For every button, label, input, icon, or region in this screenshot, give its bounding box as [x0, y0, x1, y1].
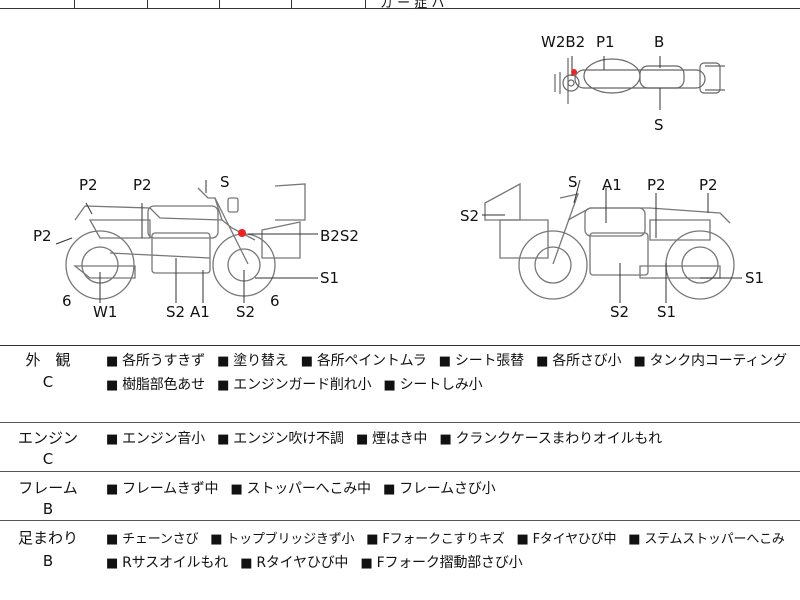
condition-item: シート張替 [454, 353, 524, 369]
diagram-label: S2 [166, 303, 186, 321]
condition-item: 各所ペイントムラ [316, 353, 427, 369]
diagram-label: S2 [460, 207, 480, 225]
condition-item: トップブリッジきず小 [226, 532, 355, 547]
left-view-leaders [55, 180, 318, 303]
diagram-label: 6 [62, 292, 72, 310]
diagram-label: W2B2 [541, 33, 586, 51]
diagram-label: S1 [745, 269, 765, 287]
section-grade: B [42, 552, 54, 570]
diagram-label: S [568, 173, 578, 191]
cell-divider [291, 0, 292, 8]
condition-item: 樹脂部色あせ [122, 377, 205, 393]
motorcycle-drawings [55, 56, 742, 303]
diagram-label: P2 [699, 176, 718, 194]
diagram-label: P2 [79, 176, 98, 194]
right-view-leaders [482, 179, 742, 303]
condition-item: ステムストッパーへこみ [644, 532, 785, 547]
right-view-bike [484, 182, 735, 300]
diagram-label: P2 [647, 176, 666, 194]
condition-item: Fタイヤひび中 [532, 532, 617, 547]
condition-line: ■Rサスオイルもれ ■Rタイヤひび中 ■Fフォーク摺動部さび小 [106, 555, 523, 571]
top-cell-text: ガ ー 症 ハ [380, 0, 445, 11]
cell-divider [147, 0, 148, 8]
diagram-label: S2 [610, 303, 630, 321]
section-suspension: 足まわり B ■チェーンさび ■トップブリッジきず小 ■Fフォークこすりキズ ■… [0, 521, 800, 600]
condition-line: ■エンジン音小 ■エンジン吹け不調 ■煙はき中 ■クランクケースまわりオイルもれ [106, 431, 663, 447]
condition-item: シートしみ小 [399, 377, 483, 393]
section-grade: C [42, 373, 54, 391]
section-name: 外 観 [25, 351, 71, 369]
condition-item: 塗り替え [233, 353, 289, 369]
condition-item: Rタイヤひび中 [256, 555, 349, 571]
condition-line: ■各所うすきず ■塗り替え ■各所ペイントムラ ■シート張替 ■各所さび小 ■タ… [106, 353, 787, 369]
section-frame: フレーム B ■フレームきず中 ■ストッパーへこみ中 ■フレームさび小 [0, 472, 800, 521]
cell-divider [219, 0, 220, 8]
diagram-label: 6 [270, 292, 280, 310]
top-view-bike [554, 58, 725, 104]
condition-item: エンジン音小 [122, 431, 205, 447]
diagram-label: S [220, 173, 230, 191]
condition-item: 各所さび小 [552, 353, 622, 369]
section-name: フレーム [18, 479, 78, 497]
condition-line: ■フレームきず中 ■ストッパーへこみ中 ■フレームさび小 [106, 481, 496, 497]
section-name: エンジン [17, 429, 78, 447]
condition-item: タンク内コーティング [649, 353, 787, 369]
condition-item: 煙はき中 [372, 431, 428, 447]
top-table-row: ガ ー 症 ハ [0, 0, 800, 11]
damage-marker [238, 229, 246, 237]
section-exterior: 外 観 C ■各所うすきず ■塗り替え ■各所ペイントムラ ■シート張替 ■各所… [0, 346, 800, 423]
diagram-label: S1 [320, 269, 340, 287]
condition-item: エンジンガード削れ小 [233, 377, 372, 393]
section-name: 足まわり [17, 529, 78, 547]
diagram-label: A1 [190, 303, 210, 321]
cell-divider [365, 0, 366, 8]
condition-item: チェーンさび [122, 532, 199, 547]
section-grade: C [42, 450, 54, 468]
diagram-label: P2 [33, 227, 52, 245]
diagram-label: S1 [657, 303, 677, 321]
damage-marker [571, 69, 577, 75]
section-engine: エンジン C ■エンジン音小 ■エンジン吹け不調 ■煙はき中 ■クランクケースま… [0, 423, 800, 472]
condition-item: 各所うすきず [122, 353, 205, 369]
condition-item: Rサスオイルもれ [122, 555, 228, 571]
condition-item: エンジン吹け不調 [233, 431, 344, 447]
diagram-label: P2 [133, 176, 152, 194]
condition-item: クランクケースまわりオイルもれ [455, 431, 663, 447]
section-grade: B [42, 500, 54, 518]
cell-divider [74, 0, 75, 8]
condition-item: フレームさび小 [399, 481, 496, 497]
top-view-leaders [571, 56, 661, 110]
condition-item: Fフォーク摺動部さび小 [376, 555, 523, 571]
diagram-label: B2S2 [320, 227, 359, 245]
left-view-bike [65, 183, 306, 300]
condition-item: フレームきず中 [122, 481, 219, 497]
diagram-label: S2 [236, 303, 256, 321]
condition-item: ストッパーへこみ中 [246, 481, 371, 497]
diagram-label: P1 [596, 33, 615, 51]
condition-line: ■チェーンさび ■トップブリッジきず小 ■Fフォークこすりキズ ■Fタイヤひび中… [106, 532, 785, 547]
diagram-label: S [654, 116, 664, 134]
condition-line: ■樹脂部色あせ ■エンジンガード削れ小 ■シートしみ小 [106, 377, 483, 393]
diagram-label: A1 [602, 176, 622, 194]
diagram-label: W1 [93, 303, 118, 321]
motorcycle-diagram: W2B2 P1 B S P2 P2 S P2 B2S2 S1 6 6 W1 S2… [0, 8, 800, 346]
condition-item: Fフォークこすりキズ [382, 532, 505, 547]
diagram-label: B [654, 33, 665, 51]
